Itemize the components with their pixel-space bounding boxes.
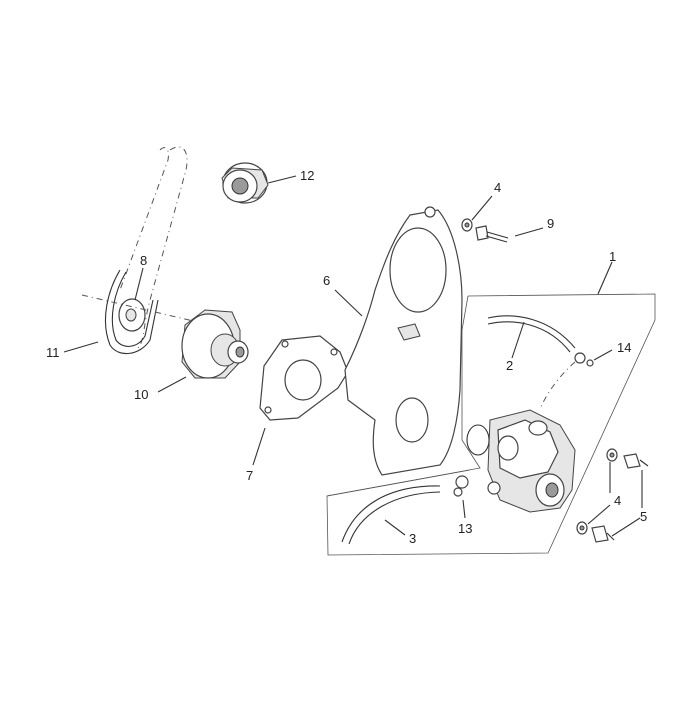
bolt-right-bottom: [591, 525, 615, 543]
callout-1: 1: [609, 249, 616, 264]
o-ring: [466, 424, 490, 456]
leader-7: [252, 427, 266, 466]
callout-9: 9: [547, 216, 554, 231]
leader-12: [267, 175, 297, 184]
small-pulley: [118, 298, 146, 332]
leader-2: [511, 321, 525, 359]
callout-10: 10: [134, 387, 148, 402]
callout-4-lower: 4: [614, 493, 621, 508]
leader-14: [593, 349, 613, 361]
callout-11: 11: [46, 345, 60, 360]
assembly-outline-upper: [326, 293, 656, 556]
callout-14: 14: [617, 340, 631, 355]
leader-5-2: [611, 517, 641, 537]
hose-upper: [487, 315, 576, 349]
pump-body: [487, 409, 576, 513]
timing-belt: [104, 146, 188, 354]
leader-8: [134, 267, 144, 301]
washer-right-top: [606, 448, 618, 462]
hose-upper-inner: [487, 321, 571, 353]
drive-gear: [181, 309, 249, 379]
leader-13: [462, 499, 466, 519]
leader-4a: [471, 195, 493, 221]
callout-4-upper: 4: [494, 180, 501, 195]
washer-right-bottom: [576, 521, 588, 535]
leader-11: [63, 341, 99, 353]
assembly-outline-divider: [326, 469, 471, 497]
callout-8: 8: [140, 253, 147, 268]
leader-9: [514, 227, 544, 237]
bolt-upper: [475, 225, 509, 243]
leader-3: [384, 519, 406, 536]
hose-lower-inner: [348, 491, 441, 545]
leader-6: [334, 289, 363, 317]
callout-13: 13: [458, 521, 472, 536]
hose-clip-upper: [574, 352, 594, 367]
mounting-plate: [259, 335, 349, 421]
axis-line: [81, 294, 233, 331]
leader-4b-2: [587, 504, 611, 525]
timing-cover: [344, 206, 463, 476]
hose-clip-lower: [453, 475, 469, 497]
idler-pulley: [221, 162, 269, 204]
washer-upper: [461, 218, 473, 232]
callout-12: 12: [300, 168, 314, 183]
leader-1: [597, 261, 613, 295]
callout-5: 5: [640, 509, 647, 524]
bolt-right-top: [623, 453, 649, 469]
callout-3: 3: [409, 531, 416, 546]
fitting-link-line: [539, 361, 576, 411]
callout-6: 6: [323, 273, 330, 288]
callout-7: 7: [246, 468, 253, 483]
hose-lower: [341, 485, 441, 543]
leader-10: [157, 376, 187, 393]
callout-2: 2: [506, 358, 513, 373]
